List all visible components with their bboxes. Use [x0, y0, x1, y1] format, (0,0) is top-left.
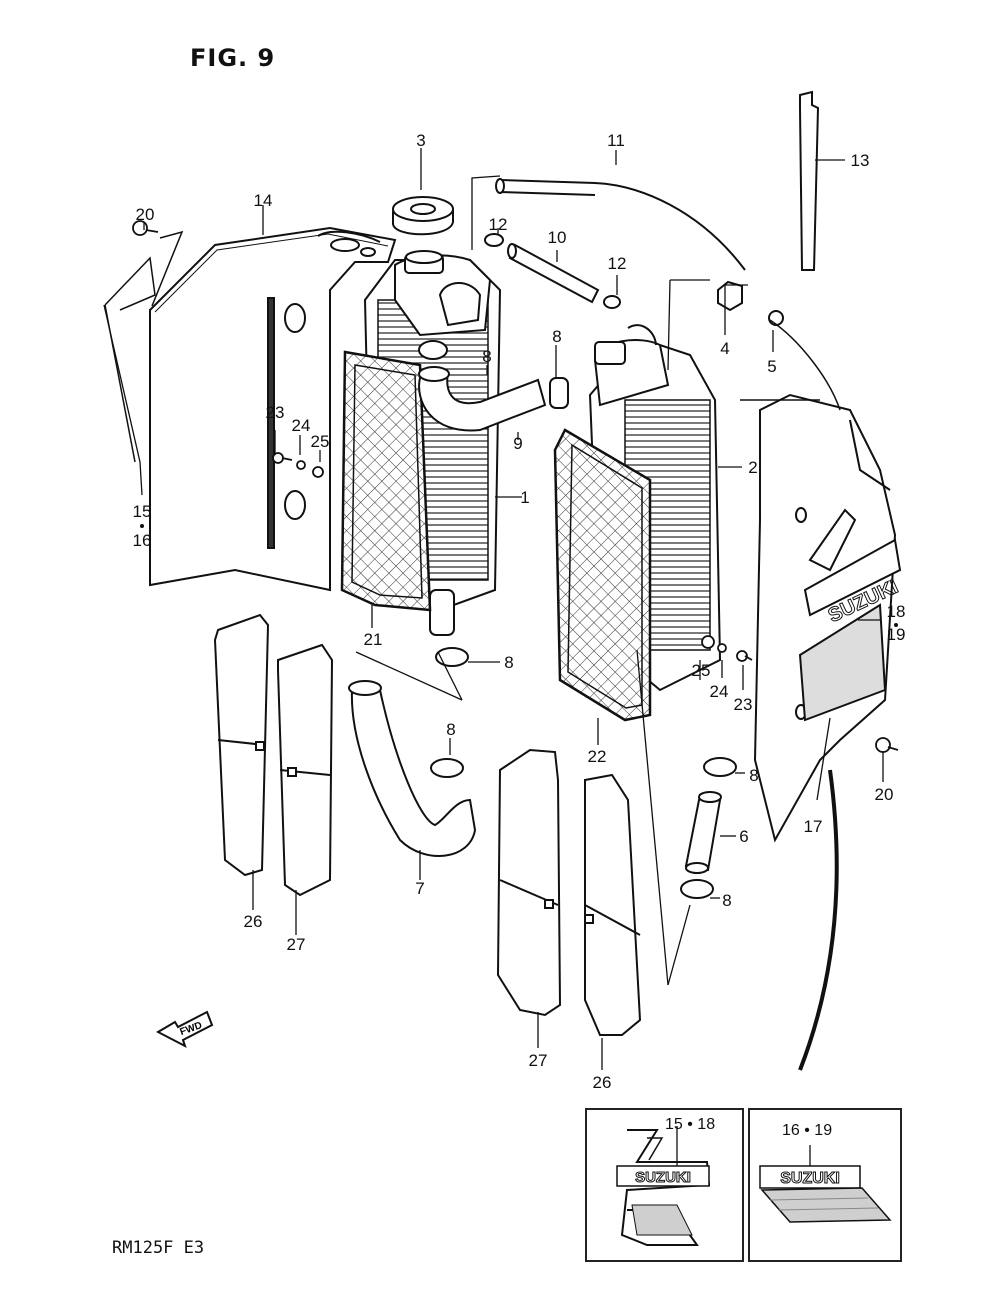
callout-18: 18 — [887, 602, 906, 621]
left-radiator-guard — [340, 350, 432, 612]
fittings-4-5 — [717, 280, 784, 326]
decal-15-18-drawing: SUZUKI — [616, 1126, 711, 1246]
callout-17: 17 — [804, 817, 823, 836]
callout-5: 5 — [767, 357, 776, 376]
decal-text-16-19: SUZUKI — [780, 1170, 840, 1187]
callout-15: 15 — [133, 502, 152, 521]
band-strap-13 — [799, 90, 820, 271]
callout-24-b: 24 — [710, 682, 729, 701]
hose-6 — [684, 791, 722, 874]
callout-19: 19 — [887, 625, 906, 644]
callout-4: 4 — [720, 339, 729, 358]
callout-12-b: 12 — [608, 254, 627, 273]
hose-7 — [348, 680, 477, 857]
callout-27-a: 27 — [287, 935, 306, 954]
callout-23-b: 23 — [734, 695, 753, 714]
inset-decal-15-18: 15 • 18 SUZUKI — [585, 1108, 744, 1262]
callout-21: 21 — [364, 630, 383, 649]
callout-24-a: 24 — [292, 416, 311, 435]
callout-20-b: 20 — [875, 785, 894, 804]
cover-26-left — [213, 613, 270, 877]
inset-label-16-19: 16 • 19 — [782, 1122, 833, 1139]
callout-25-a: 25 — [311, 432, 330, 451]
cover-26-right — [584, 773, 642, 1036]
callout-8-e: 8 — [749, 766, 758, 785]
hose-clamps — [418, 340, 737, 899]
callout-16: 16 — [133, 531, 152, 550]
callout-2: 2 — [748, 458, 757, 477]
callout-14: 14 — [254, 191, 273, 210]
radiator-cap — [392, 196, 454, 236]
callout-labels: 1 2 3 4 5 6 7 8 8 8 8 8 8 9 10 11 12 12 … — [133, 131, 906, 1092]
callout-1: 1 — [520, 488, 529, 507]
callout-8-a: 8 — [552, 327, 561, 346]
callout-13: 13 — [851, 151, 870, 170]
hose-10 — [507, 243, 600, 304]
leader-lines — [103, 148, 884, 1070]
callout-22: 22 — [588, 747, 607, 766]
callout-10: 10 — [548, 228, 567, 247]
callout-8-f: 8 — [722, 891, 731, 910]
decal-16-19-drawing: SUZUKI — [759, 1145, 892, 1223]
callout-dots — [140, 524, 898, 627]
small-clamps-12 — [484, 233, 621, 309]
inset-decal-16-19: 16 • 19 SUZUKI — [748, 1108, 902, 1262]
shroud-guide-lines — [740, 319, 841, 411]
model-code: RM125F E3 — [112, 1238, 205, 1258]
hose-11 — [495, 178, 746, 271]
right-shroud-edge — [798, 769, 839, 1071]
cover-27-left — [277, 643, 334, 897]
left-shroud-decal-outline — [104, 230, 184, 463]
left-radiator-shroud — [149, 226, 397, 592]
callout-7: 7 — [415, 879, 424, 898]
callout-25-b: 25 — [692, 661, 711, 680]
callout-8-c: 8 — [504, 653, 513, 672]
right-radiator-shroud: SUZUKI — [753, 393, 902, 843]
cover-27-right — [496, 748, 562, 1017]
callout-3: 3 — [416, 131, 425, 150]
callout-23-a: 23 — [266, 403, 285, 422]
callout-20-a: 20 — [136, 205, 155, 224]
right-radiator-guard — [553, 428, 652, 722]
callout-6: 6 — [739, 827, 748, 846]
callout-12-a: 12 — [489, 215, 508, 234]
figure-title: FIG. 9 — [190, 44, 276, 72]
callout-9: 9 — [513, 434, 522, 453]
decal-text-15-18: SUZUKI — [635, 1169, 691, 1186]
callout-26-b: 26 — [593, 1073, 612, 1092]
callout-11: 11 — [607, 131, 625, 150]
callout-27-b: 27 — [529, 1051, 548, 1070]
bolts-and-washers — [132, 220, 899, 753]
callout-8-b: 8 — [482, 347, 491, 366]
hose-9 — [418, 366, 547, 432]
callout-8-d: 8 — [446, 720, 455, 739]
fwd-arrow: FWD — [155, 1010, 214, 1049]
callout-26-a: 26 — [244, 912, 263, 931]
